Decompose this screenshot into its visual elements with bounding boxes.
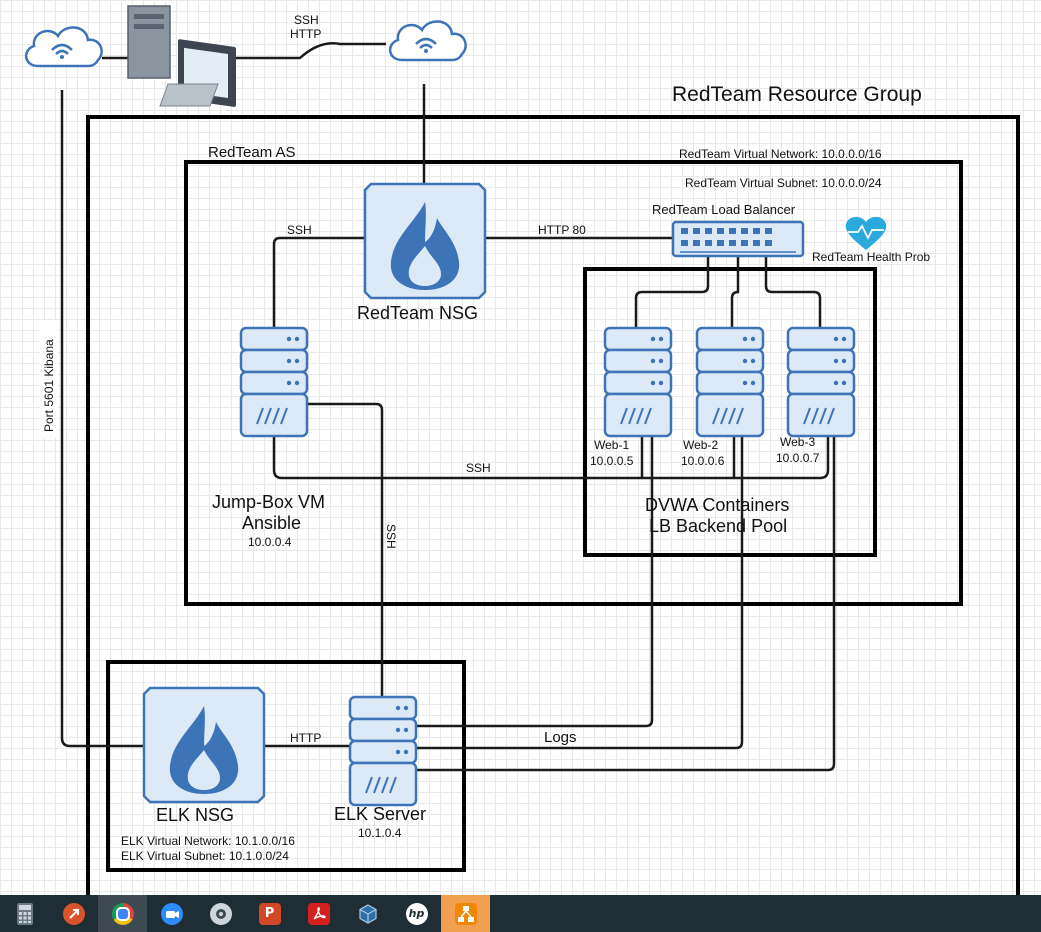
taskbar: P hp [0,895,1041,932]
jump-box-label-line2: Ansible [242,513,301,533]
zoom-icon [160,902,183,925]
vnet-label: RedTeam Virtual Network: 10.0.0.0/16 [679,147,882,161]
dvwa-label-line2: LB Backend Pool [649,516,787,536]
elk-server-ip: 10.1.0.4 [358,826,402,840]
web-2-server-icon [695,326,765,438]
edge-label-elk-http: HTTP [290,731,321,745]
taskbar-chrome-button[interactable] [98,895,147,932]
virtualbox-icon [357,903,379,925]
web-1-ip: 10.0.0.5 [590,454,634,468]
edge-label-jump-elk-ssh: SSH [384,524,398,549]
web-3-ip: 10.0.0.7 [776,451,820,465]
elk-nsg-icon [142,686,266,804]
load-balancer-icon [671,220,805,258]
elk-box [106,660,466,872]
web-2-name: Web-2 [683,438,718,452]
resource-group-label: RedTeam Resource Group [672,83,922,106]
taskbar-zoom-button[interactable] [147,895,196,932]
edge-label-nsg-http80: HTTP 80 [538,223,586,237]
remote-desktop-icon [62,902,85,925]
taskbar-virtualbox-button[interactable] [343,895,392,932]
edge-label-http-top: HTTP [290,27,321,41]
backend-pool-box [583,267,877,557]
elk-server-label: ELK Server [334,804,426,824]
edge-label-nsg-ssh: SSH [287,223,312,237]
internet-cloud-icon [388,20,467,62]
hp-icon: hp [405,902,428,925]
elk-server-icon [348,695,418,807]
elk-subnet-label: ELK Virtual Subnet: 10.1.0.0/24 [121,849,289,863]
web-2-ip: 10.0.0.6 [681,454,725,468]
taskbar-webcam-button[interactable] [196,895,245,932]
taskbar-powerpoint-button[interactable]: P [245,895,294,932]
taskbar-calculator-button[interactable] [0,895,49,932]
redteam-nsg-icon [363,182,487,300]
jump-box-label-line1: Jump-Box VM [212,492,325,512]
availability-set-label: RedTeam AS [208,144,296,161]
health-probe-heart-icon [845,216,887,250]
internet-cloud-icon [24,26,103,68]
taskbar-drawio-button[interactable] [441,895,490,932]
web-1-name: Web-1 [594,438,629,452]
edge-label-ssh-top: SSH [294,13,319,27]
health-probe-label: RedTeam Health Prob [812,250,930,264]
load-balancer-label: RedTeam Load Balancer [652,202,796,217]
taskbar-remote-desktop-button[interactable] [49,895,98,932]
dvwa-label-line1: DVWA Containers [645,495,789,515]
webcam-icon [209,902,232,925]
chrome-icon [111,902,134,925]
jump-box-server-icon [239,326,309,438]
acrobat-icon [307,902,330,925]
web-3-name: Web-3 [780,435,815,449]
drawio-icon [454,902,477,925]
taskbar-acrobat-button[interactable] [294,895,343,932]
subnet-label: RedTeam Virtual Subnet: 10.0.0.0/24 [685,176,882,190]
edge-label-logs: Logs [544,729,577,746]
web-1-server-icon [603,326,673,438]
workstation-icon [127,5,236,107]
availability-set-box [184,160,963,606]
elk-nsg-label: ELK NSG [156,805,234,825]
edge-label-kibana: Port 5601 Kibana [42,339,56,432]
powerpoint-icon: P [258,902,281,925]
jump-box-ip: 10.0.0.4 [248,535,292,549]
diagram-canvas: RedTeam Resource Group RedTeam AS RedTea… [0,0,1041,909]
calculator-icon [16,902,33,925]
redteam-nsg-label: RedTeam NSG [357,303,478,323]
edge-label-jump-web-ssh: SSH [466,461,491,475]
web-3-server-icon [786,326,856,438]
taskbar-hp-button[interactable]: hp [392,895,441,932]
elk-vnet-label: ELK Virtual Network: 10.1.0.0/16 [121,834,295,848]
